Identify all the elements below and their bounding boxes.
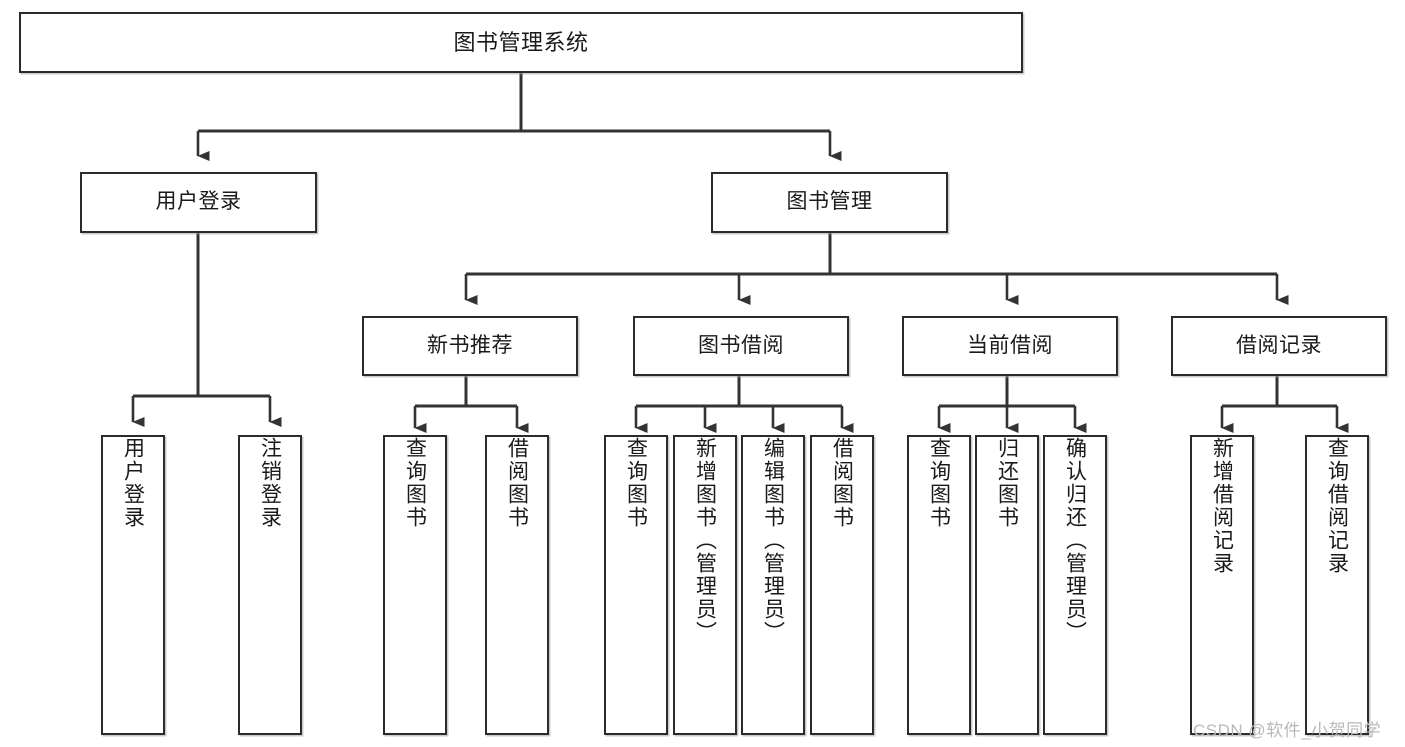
node-leaf-confirm-return-label: 确认归还（管理员）: [1063, 437, 1087, 644]
node-leaf-borrow-book-2[interactable]: 借阅图书: [810, 435, 874, 735]
node-new-book-recommendation[interactable]: 新书推荐: [362, 316, 578, 376]
node-leaf-query-book-3[interactable]: 查询图书: [907, 435, 971, 735]
node-borrow-record-label: 借阅记录: [1236, 333, 1322, 357]
node-leaf-return-book[interactable]: 归还图书: [975, 435, 1039, 735]
node-book-manage-label: 图书管理: [786, 190, 873, 214]
node-current-borrow[interactable]: 当前借阅: [902, 316, 1118, 376]
node-leaf-query-book-2-label: 查询图书: [624, 437, 648, 529]
node-user-login-label: 用户登录: [155, 190, 242, 214]
node-root-label: 图书管理系统: [453, 29, 589, 55]
node-leaf-query-book-1[interactable]: 查询图书: [383, 435, 447, 735]
node-book-manage[interactable]: 图书管理: [711, 172, 948, 233]
node-leaf-add-borrow-record-label: 新增借阅记录: [1210, 437, 1234, 575]
node-current-borrow-label: 当前借阅: [967, 333, 1053, 357]
node-leaf-query-borrow-record-label: 查询借阅记录: [1325, 437, 1349, 575]
node-new-book-recommendation-label: 新书推荐: [427, 333, 513, 357]
node-leaf-return-book-label: 归还图书: [995, 437, 1019, 529]
node-leaf-user-login-label: 用户登录: [121, 437, 145, 529]
node-leaf-logout-label: 注销登录: [258, 437, 282, 529]
node-leaf-confirm-return[interactable]: 确认归还（管理员）: [1043, 435, 1107, 735]
node-leaf-edit-book[interactable]: 编辑图书（管理员）: [741, 435, 805, 735]
node-leaf-query-book-1-label: 查询图书: [403, 437, 427, 529]
node-leaf-edit-book-label: 编辑图书（管理员）: [761, 437, 785, 644]
node-leaf-add-book-label: 新增图书（管理员）: [693, 437, 717, 644]
node-user-login[interactable]: 用户登录: [80, 172, 317, 233]
node-leaf-add-borrow-record[interactable]: 新增借阅记录: [1190, 435, 1254, 735]
node-leaf-query-book-3-label: 查询图书: [927, 437, 951, 529]
node-leaf-user-login[interactable]: 用户登录: [101, 435, 165, 735]
node-borrow-record[interactable]: 借阅记录: [1171, 316, 1387, 376]
node-leaf-borrow-book-1-label: 借阅图书: [505, 437, 529, 529]
node-leaf-query-book-2[interactable]: 查询图书: [604, 435, 668, 735]
node-leaf-query-borrow-record[interactable]: 查询借阅记录: [1305, 435, 1369, 735]
node-leaf-borrow-book-1[interactable]: 借阅图书: [485, 435, 549, 735]
node-book-borrow[interactable]: 图书借阅: [633, 316, 849, 376]
node-leaf-borrow-book-2-label: 借阅图书: [830, 437, 854, 529]
node-leaf-logout[interactable]: 注销登录: [238, 435, 302, 735]
node-book-borrow-label: 图书借阅: [698, 333, 784, 357]
node-root-book-management-system[interactable]: 图书管理系统: [19, 12, 1023, 73]
node-leaf-add-book[interactable]: 新增图书（管理员）: [673, 435, 737, 735]
